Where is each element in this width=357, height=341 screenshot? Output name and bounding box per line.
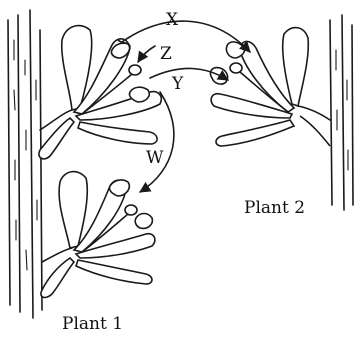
- arrow-z: [138, 46, 155, 62]
- arrow-x-label: X: [166, 12, 178, 29]
- plant-2-label: Plant 2: [244, 200, 305, 217]
- plant-2-flower-icon: [210, 28, 330, 146]
- arrow-z-label: Z: [160, 46, 172, 63]
- plant-1-stem-icon: [8, 10, 42, 318]
- arrow-w-label: W: [146, 150, 163, 167]
- arrow-y-label: Y: [172, 76, 183, 93]
- plant-2-stem-icon: [330, 15, 353, 210]
- plant-1-label: Plant 1: [62, 316, 123, 333]
- plant-1-upper-flower-icon: [39, 26, 161, 159]
- plant-1-lower-flower-icon: [41, 172, 155, 298]
